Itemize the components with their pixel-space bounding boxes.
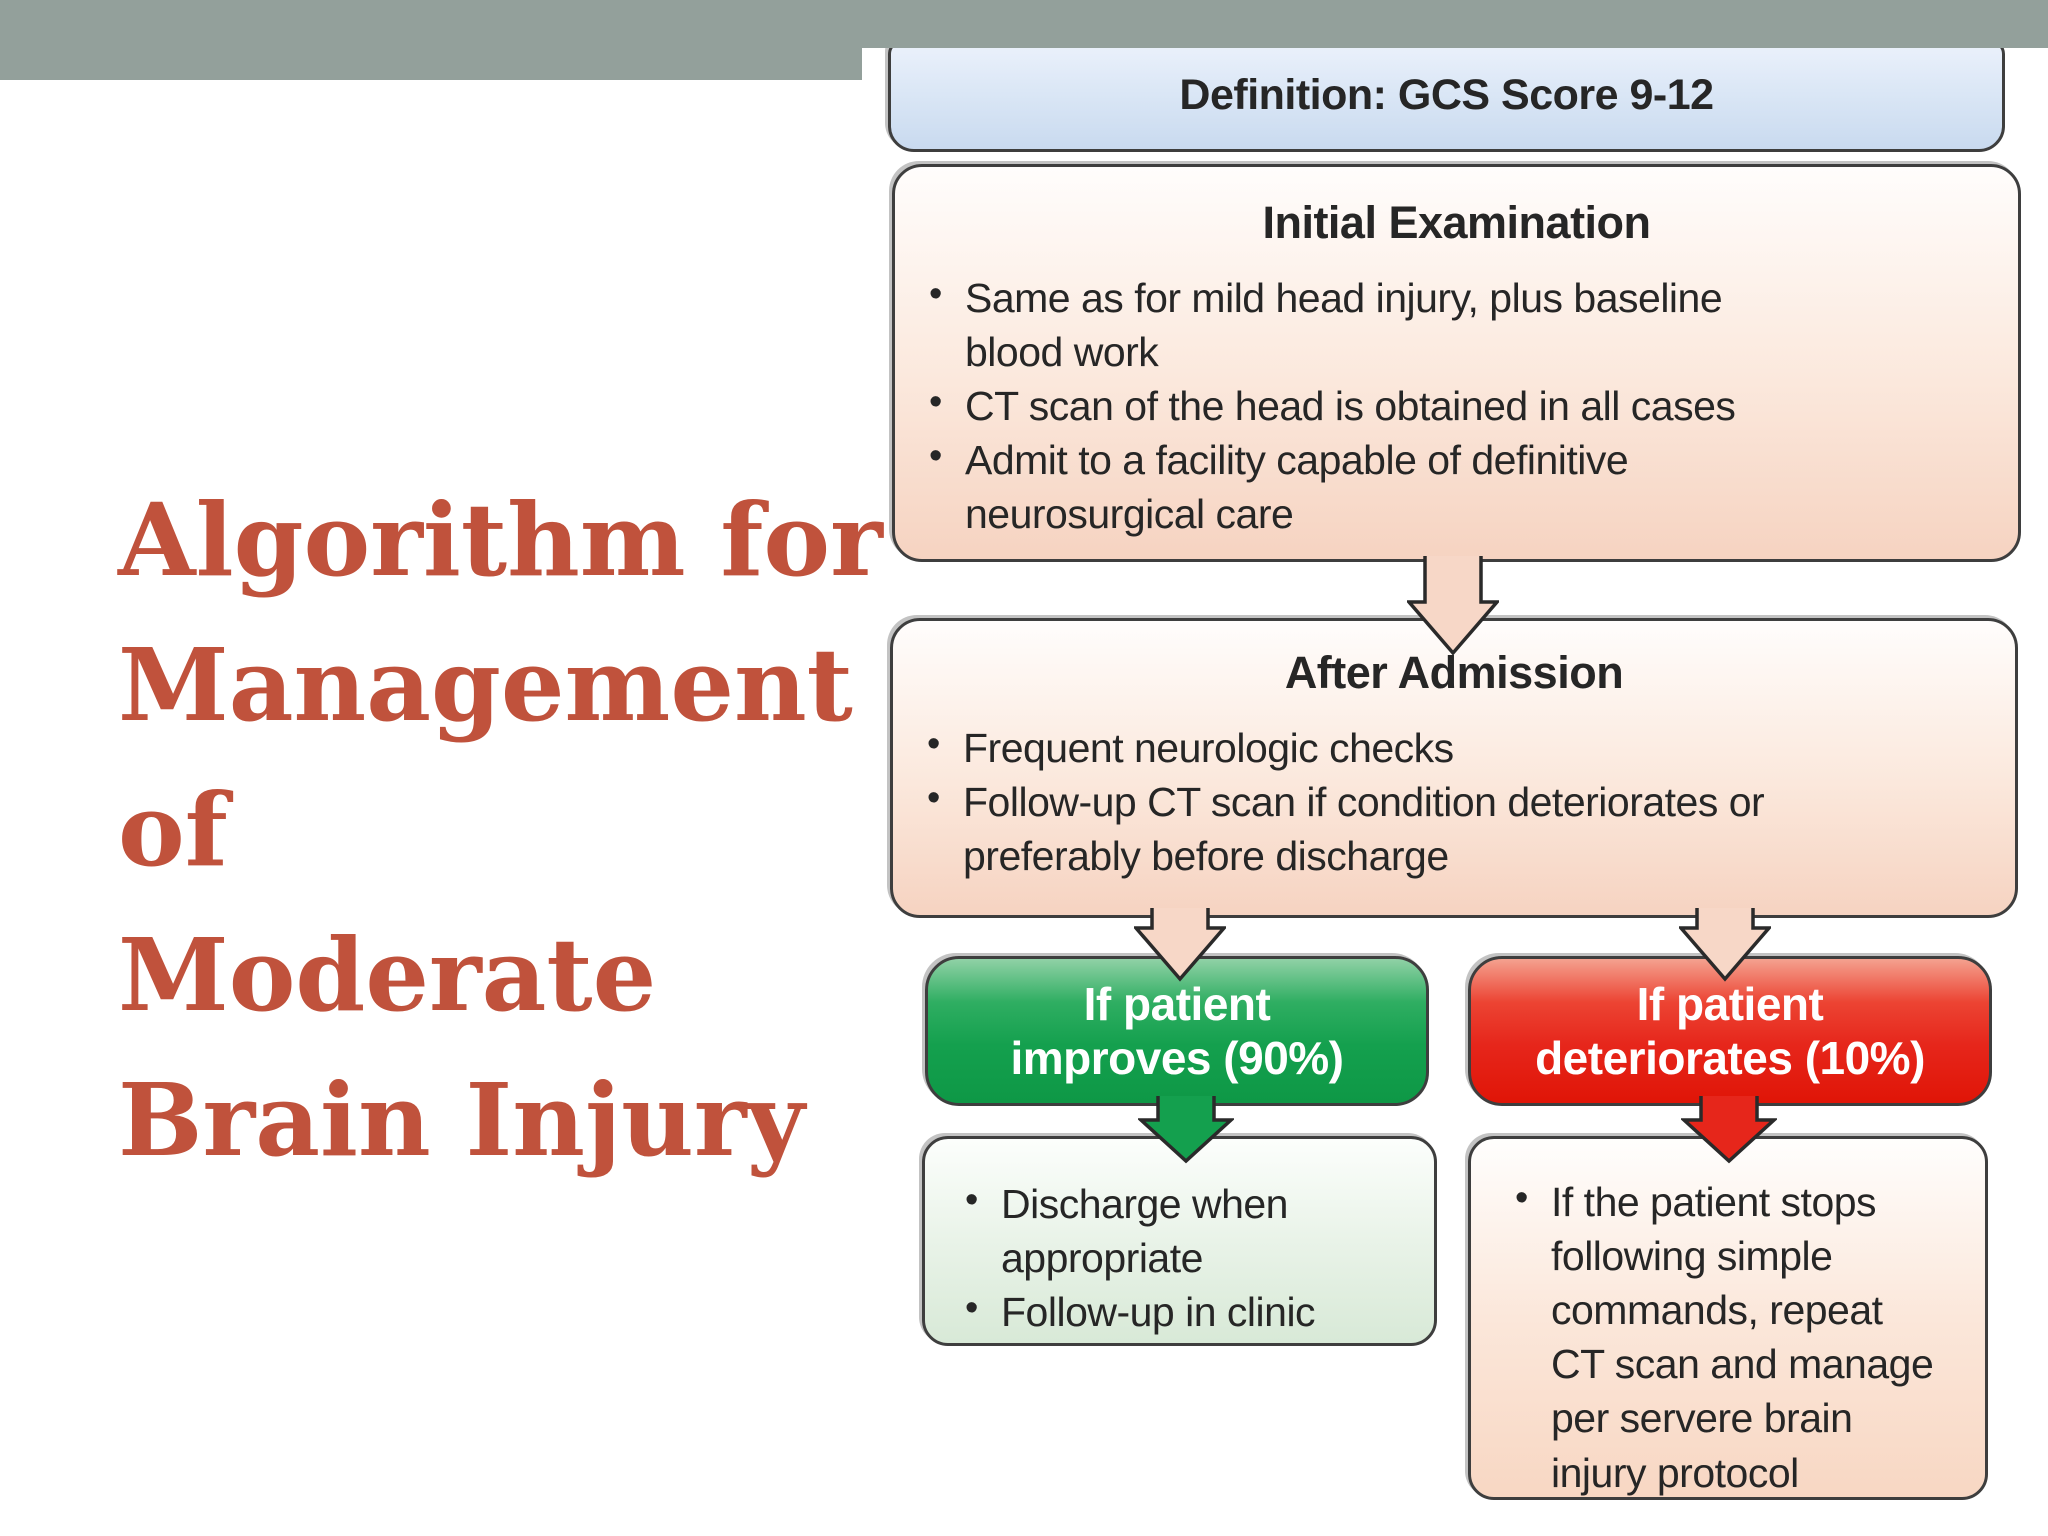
deteriorates-outcome-list: If the patient stops following simple co… bbox=[1471, 1139, 1985, 1500]
improves-outcome-box: Discharge when appropriate Follow-up in … bbox=[922, 1136, 1437, 1346]
deteriorates-box: If patient deteriorates (10%) bbox=[1468, 956, 1992, 1106]
improves-box: If patient improves (90%) bbox=[925, 956, 1429, 1106]
deteriorates-label: If patient deteriorates (10%) bbox=[1535, 978, 1925, 1085]
after-admission-list: Frequent neurologic checks Follow-up CT … bbox=[893, 719, 2015, 883]
bullet-item: Admit to a facility capable of definitiv… bbox=[919, 431, 1988, 541]
improves-outcome-list: Discharge when appropriate Follow-up in … bbox=[925, 1139, 1434, 1339]
down-arrow-red-icon bbox=[1681, 1096, 1777, 1164]
bullet-item: Same as for mild head injury, plus basel… bbox=[919, 269, 1988, 379]
after-admission-heading: After Admission bbox=[1284, 647, 1624, 698]
improves-label: If patient improves (90%) bbox=[1010, 978, 1344, 1085]
initial-examination-box: Initial Examination Same as for mild hea… bbox=[892, 164, 2021, 562]
after-admission-box: After Admission Frequent neurologic chec… bbox=[890, 618, 2018, 918]
down-arrow-icon bbox=[1407, 556, 1499, 656]
down-arrow-icon bbox=[1134, 908, 1226, 982]
top-bar bbox=[0, 0, 2048, 48]
bullet-item: Discharge when appropriate bbox=[955, 1175, 1414, 1285]
down-arrow-icon bbox=[1679, 908, 1771, 982]
bullet-item: CT scan of the head is obtained in all c… bbox=[919, 377, 1988, 433]
bullet-item: Follow-up in clinic bbox=[955, 1283, 1414, 1339]
initial-examination-list: Same as for mild head injury, plus basel… bbox=[895, 269, 2018, 542]
slide-title: Algorithm for Management of Moderate Bra… bbox=[118, 481, 883, 1179]
top-bar-left-extension bbox=[0, 48, 862, 80]
definition-label: Definition: GCS Score 9-12 bbox=[1179, 71, 1714, 119]
bullet-item: If the patient stops following simple co… bbox=[1505, 1173, 1965, 1500]
bullet-item: Frequent neurologic checks bbox=[917, 719, 1985, 775]
down-arrow-green-icon bbox=[1138, 1096, 1234, 1164]
bullet-item: Follow-up CT scan if condition deteriora… bbox=[917, 773, 1985, 883]
deteriorates-outcome-box: If the patient stops following simple co… bbox=[1468, 1136, 1988, 1500]
definition-box: Definition: GCS Score 9-12 bbox=[888, 40, 2005, 152]
initial-examination-heading: Initial Examination bbox=[1262, 197, 1651, 248]
